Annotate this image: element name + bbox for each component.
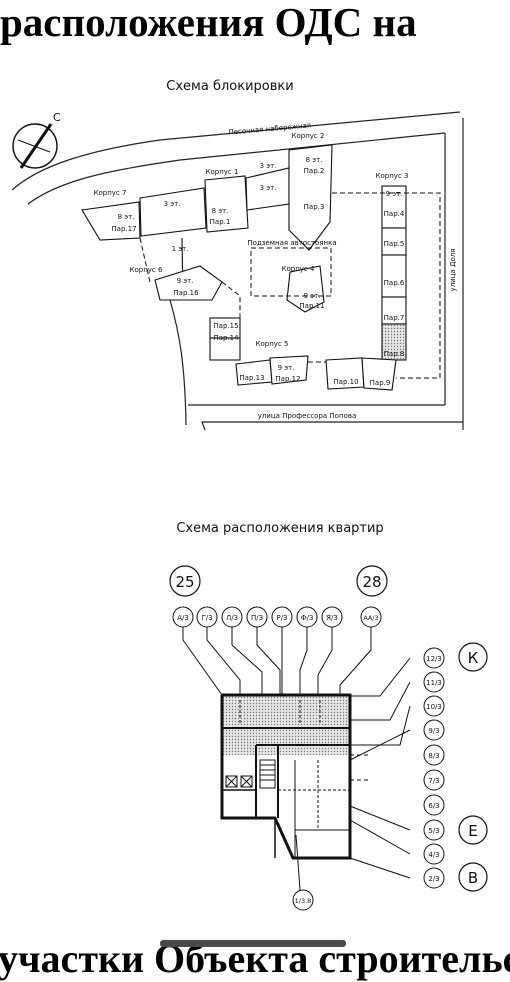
unit-bubble-label: 1/3.8 — [295, 897, 312, 905]
floor-label: 9 эт. — [304, 292, 321, 300]
unit-plan-title: Схема расположения квартир — [176, 521, 383, 536]
unit-bubble-label: А/3 — [177, 614, 189, 622]
unit-bubble-label: 5/3 — [428, 827, 439, 835]
floor-label: 1 эт. — [172, 245, 189, 253]
drawing-canvas: Схема блокировки С Песочная набережная у… — [11, 79, 488, 911]
axis-bubble — [169, 565, 201, 597]
floor-label: 8 эт. — [212, 207, 229, 215]
corpus-label: Корпус 6 — [130, 266, 163, 274]
unit-bubble — [423, 647, 445, 669]
unit-bubble-label: АА/3 — [363, 614, 378, 622]
corpus-label: Корпус 3 — [376, 172, 409, 180]
unit-bubble — [423, 695, 445, 717]
floor-label: 8 эт. — [118, 213, 135, 221]
page-title: расположения ОДС на — [0, 0, 417, 45]
entrance-label: Пар.6 — [384, 279, 405, 287]
home-indicator[interactable] — [160, 940, 346, 947]
corpus-label: Корпус 1 — [206, 168, 239, 176]
axis-bubble — [458, 815, 488, 845]
axis-label: Е — [468, 822, 477, 840]
entrance-label: Пар.15 — [213, 322, 238, 330]
parking-outline — [139, 192, 441, 379]
entrance-label: Пар.13 — [239, 374, 264, 382]
floor-label: 3 эт. — [260, 184, 277, 192]
unit-bubble-label: Л/3 — [226, 614, 238, 622]
entrance-label: Пар.9 — [370, 379, 391, 387]
corpus-label: Корпус 4 — [282, 265, 315, 273]
parking-label: Подземная автостоянка — [247, 239, 336, 247]
compass-north-label: С — [53, 111, 61, 124]
axis-label: В — [468, 869, 478, 887]
compass-icon — [12, 123, 58, 169]
block-plan-title: Схема блокировки — [166, 79, 293, 94]
axis-bubble — [356, 565, 388, 597]
axis-label: 25 — [175, 573, 194, 591]
unit-bubble — [292, 889, 314, 911]
unit-bubble-label: 11/3 — [426, 679, 442, 687]
entrance-label: Пар.11 — [299, 302, 324, 310]
unit-bubble-label: Ф/3 — [301, 614, 314, 622]
unit-bubble — [423, 719, 445, 741]
block-plan: Схема блокировки С Песочная набережная у… — [11, 79, 464, 431]
entrance-label: Пар.7 — [384, 314, 405, 322]
unit-plan: Схема расположения квартир 25 28 А/3 Г/3… — [169, 521, 488, 911]
entrance-label: Пар.8 — [384, 350, 405, 358]
unit-bubble-label: 10/3 — [426, 703, 442, 711]
floor-label: 9 эт. — [177, 277, 194, 285]
unit-bubble-label: Р/3 — [276, 614, 287, 622]
entrance-label: Пар.3 — [304, 203, 325, 211]
unit-bubble-label: 4/3 — [428, 851, 439, 859]
unit-bubble-label: 2/3 — [428, 875, 439, 883]
unit-bubble-label: 9/3 — [428, 727, 439, 735]
floor-label: 8 эт. — [306, 156, 323, 164]
entrance-label: Пар.4 — [384, 210, 405, 218]
axis-label: К — [468, 649, 479, 667]
building-outlines — [81, 144, 407, 391]
unit-bubble-label: Г/3 — [201, 614, 212, 622]
corpus-label: Корпус 2 — [292, 132, 325, 140]
floor-label: 9 эт. — [386, 190, 403, 198]
unit-bubble — [423, 867, 445, 889]
floor-plan — [220, 693, 352, 860]
axis-bubble — [458, 862, 488, 892]
entrance-label: Пар.14 — [213, 334, 239, 342]
entrance-label: Пар.10 — [333, 378, 358, 386]
unit-bubble-label: П/3 — [251, 614, 263, 622]
unit-bubble-label: 7/3 — [428, 777, 439, 785]
entrance-label: Пар.12 — [275, 375, 300, 383]
unit-bubble — [423, 744, 445, 766]
entrance-label: Пар.16 — [173, 289, 199, 297]
unit-bubble-label: 12/3 — [426, 655, 442, 663]
unit-bubble — [423, 769, 445, 791]
unit-bubble — [423, 819, 445, 841]
corpus-label: Корпус 5 — [256, 340, 289, 348]
axis-bubble — [458, 642, 488, 672]
street-south-label: улица Профессора Попова — [258, 412, 357, 420]
unit-bubble-label: 6/3 — [428, 802, 439, 810]
entrance-label: Пар.5 — [384, 240, 405, 248]
floor-label: 3 эт. — [164, 200, 181, 208]
entrance-label: Пар.17 — [111, 225, 136, 233]
unit-bubble — [423, 843, 445, 865]
unit-bubble — [423, 794, 445, 816]
unit-bubble — [423, 671, 445, 693]
road-lines — [11, 111, 464, 431]
unit-bubble-label: 8/3 — [428, 752, 439, 760]
entrance-label: Пар.2 — [304, 167, 325, 175]
leader-lines — [182, 627, 411, 891]
unit-bubble-label: Я/3 — [326, 614, 338, 622]
entrance-label: Пар.1 — [210, 218, 231, 226]
corpus-label: Корпус 7 — [94, 189, 127, 197]
floor-label: 9 эт. — [278, 364, 295, 372]
floor-label: 3 эт. — [260, 162, 277, 170]
street-east-label: улица Доля — [449, 249, 457, 292]
axis-label: 28 — [362, 573, 381, 591]
